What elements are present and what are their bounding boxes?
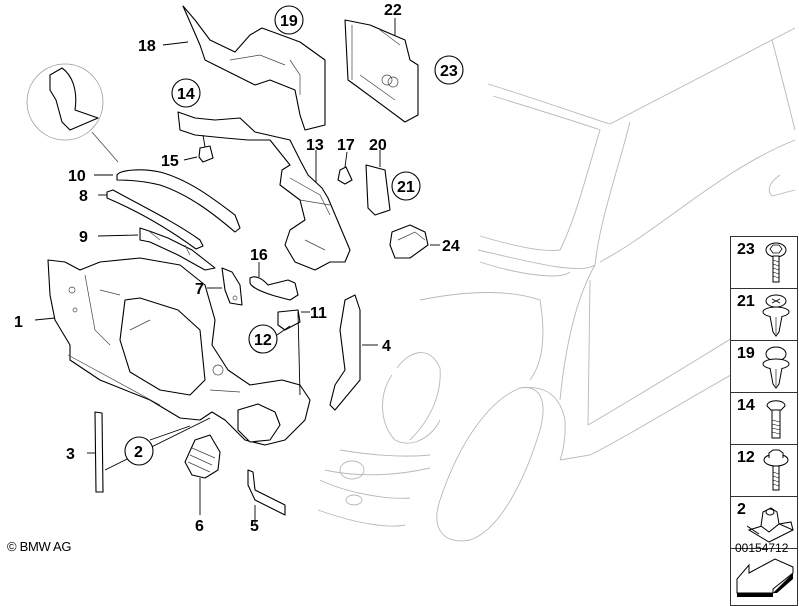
svg-text:12: 12: [254, 332, 272, 349]
callout-9[interactable]: 9: [79, 229, 88, 246]
svg-text:9: 9: [79, 229, 88, 246]
svg-text:19: 19: [280, 13, 298, 30]
callout-2[interactable]: 2: [124, 436, 154, 466]
callout-21[interactable]: 21: [391, 171, 421, 201]
legend-number: 2: [737, 501, 746, 518]
callout-11[interactable]: 11: [310, 305, 327, 322]
part-24-block: [389, 224, 429, 259]
callout-4[interactable]: 4: [382, 338, 391, 355]
callout-22[interactable]: 22: [384, 2, 402, 19]
parts-diagram: 1 2 3 4 5 6 7 8 9 10 11 12 13 14 15 16 1…: [14, 2, 796, 542]
callout-17[interactable]: 17: [337, 137, 355, 154]
legend-item-21[interactable]: 21: [730, 288, 798, 340]
diagram-id: 00154712: [735, 541, 789, 555]
leader-lines: [34, 18, 440, 525]
callout-19[interactable]: 19: [274, 5, 304, 35]
spring-nut-clip-icon: [747, 507, 795, 543]
part-4-bracket: [329, 294, 361, 411]
round-head-bolt-icon: [766, 400, 786, 439]
part-duct-lower: [237, 403, 281, 443]
callout-10[interactable]: 10: [68, 168, 86, 185]
callout-18[interactable]: 18: [138, 38, 156, 55]
direction-arrow-cell: [730, 548, 798, 606]
svg-text:10: 10: [68, 168, 86, 185]
svg-text:4: 4: [382, 338, 391, 355]
part-13-bracket: [177, 111, 351, 271]
callouts: 1 2 3 4 5 6 7 8 9 10 11 12 13 14 15 16 1…: [14, 2, 464, 535]
part-9-seal: [139, 227, 216, 271]
svg-text:14: 14: [177, 86, 195, 103]
part-18-air-duct: [182, 5, 326, 131]
svg-text:5: 5: [250, 518, 259, 535]
part-10-seal-strip: [116, 169, 241, 233]
legend-item-19[interactable]: 19: [730, 340, 798, 392]
svg-text:7: 7: [195, 281, 204, 298]
legend-item-2[interactable]: 2: [730, 496, 798, 548]
legend-number: 23: [737, 241, 755, 258]
part-3-strip: [94, 411, 104, 493]
svg-text:20: 20: [369, 137, 387, 154]
svg-text:1: 1: [14, 314, 23, 331]
part-11-bracket: [277, 309, 301, 331]
panel-opening: [119, 297, 206, 396]
phillips-expansion-rivet-icon: [762, 294, 790, 337]
legend-number: 21: [737, 293, 755, 310]
svg-text:15: 15: [161, 153, 179, 170]
callout-14[interactable]: 14: [171, 78, 201, 108]
part-20-pad: [365, 164, 391, 216]
svg-text:17: 17: [337, 137, 355, 154]
svg-text:16: 16: [250, 247, 268, 264]
svg-text:3: 3: [66, 446, 75, 463]
callout-20[interactable]: 20: [369, 137, 387, 154]
callout-6[interactable]: 6: [195, 518, 204, 535]
svg-text:18: 18: [138, 38, 156, 55]
svg-text:8: 8: [79, 188, 88, 205]
svg-text:13: 13: [306, 137, 324, 154]
svg-text:24: 24: [442, 238, 460, 255]
copyright-text: © BMW AG: [7, 539, 72, 554]
hex-flange-bolt-icon: [763, 449, 789, 491]
part-6-grille: [184, 434, 221, 479]
svg-text:21: 21: [397, 179, 415, 196]
svg-text:22: 22: [384, 2, 402, 19]
svg-text:11: 11: [310, 305, 327, 322]
callout-7[interactable]: 7: [195, 281, 204, 298]
svg-text:6: 6: [195, 518, 204, 535]
callout-1[interactable]: 1: [14, 314, 23, 331]
callout-3[interactable]: 3: [66, 446, 75, 463]
part-8-seal-strip: [106, 189, 204, 250]
callout-13[interactable]: 13: [306, 137, 324, 154]
expansion-rivet-icon: [762, 346, 790, 389]
part-5-strip: [247, 469, 286, 516]
legend-item-23[interactable]: 23: [730, 236, 798, 288]
legend-item-12[interactable]: 12: [730, 444, 798, 496]
part-7-plate: [221, 267, 243, 306]
legend-number: 12: [737, 449, 755, 466]
callout-8[interactable]: 8: [79, 188, 88, 205]
callout-15[interactable]: 15: [161, 153, 179, 170]
part-22-air-duct: [344, 19, 419, 123]
legend-number: 14: [737, 397, 755, 414]
part-16-bracket: [249, 276, 299, 301]
callout-16[interactable]: 16: [250, 247, 268, 264]
legend-number: 19: [737, 345, 755, 362]
part-17-cover: [337, 166, 353, 185]
svg-text:2: 2: [134, 444, 143, 461]
callout-23[interactable]: 23: [434, 55, 464, 85]
callout-24[interactable]: 24: [442, 238, 460, 255]
legend-item-14[interactable]: 14: [730, 392, 798, 444]
hex-flange-screw-icon: [765, 242, 787, 283]
svg-text:23: 23: [440, 63, 458, 80]
callout-12[interactable]: 12: [248, 324, 278, 354]
detail-magnifier: [26, 63, 119, 163]
part-15-clip: [198, 145, 214, 163]
forward-direction-arrow-icon: [736, 558, 794, 597]
callout-5[interactable]: 5: [250, 518, 259, 535]
